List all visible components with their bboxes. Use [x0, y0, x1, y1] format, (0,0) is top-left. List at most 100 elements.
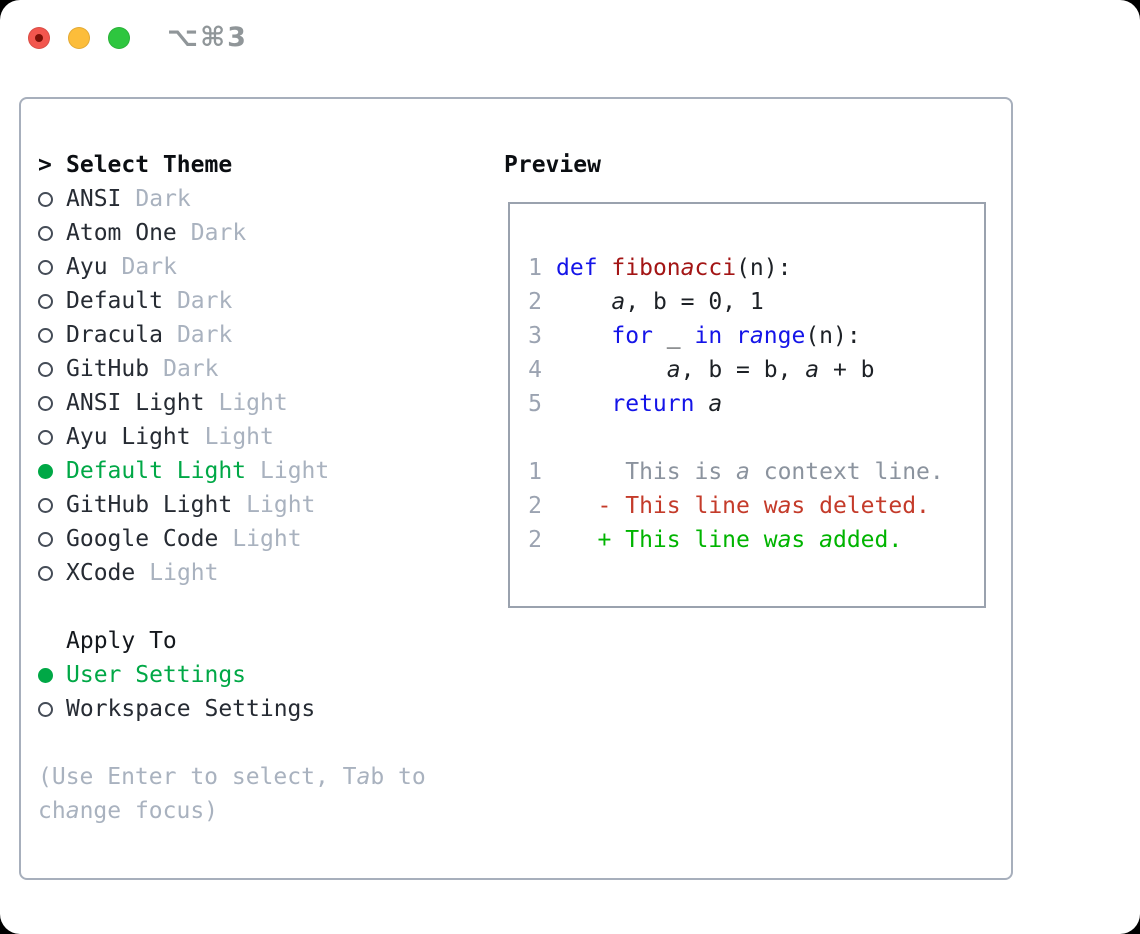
theme-variant-label: Light	[149, 560, 219, 586]
code-text: def fibonacci(n):	[556, 255, 792, 281]
preview-title: Preview	[504, 152, 601, 178]
marker-column	[38, 667, 66, 683]
diff-text: - This line was deleted.	[556, 493, 930, 519]
marker-column	[38, 225, 66, 241]
radio-icon	[38, 701, 53, 717]
code-line: 1 def fibonacci(n):	[528, 251, 984, 285]
line-number: 2	[528, 493, 542, 519]
marker-column	[38, 701, 66, 717]
marker-column	[38, 293, 66, 309]
radio-icon	[38, 429, 53, 445]
spacer	[38, 726, 478, 760]
radio-icon	[38, 395, 53, 411]
diff-line-added: 2 + This line was added.	[528, 523, 984, 557]
minimize-button[interactable]	[68, 27, 90, 49]
prompt-caret: >	[38, 152, 52, 178]
marker-column	[38, 565, 66, 581]
radio-selected-icon	[38, 463, 53, 479]
line-number: 1	[528, 255, 542, 281]
line-number: 5	[528, 391, 542, 417]
theme-option-default[interactable]: Default Dark	[38, 284, 478, 318]
diff-line-context: 1 This is a context line.	[528, 455, 984, 489]
keyboard-shortcut-label: ⌥⌘3	[167, 22, 248, 53]
theme-name-label: Dracula	[66, 322, 163, 348]
select-theme-title: Select Theme	[66, 152, 233, 178]
apply-option-label: User Settings	[66, 662, 247, 688]
traffic-lights	[28, 27, 130, 49]
apply-option-user-settings[interactable]: User Settings	[38, 658, 478, 692]
code-line: 3 for _ in range(n):	[528, 319, 984, 353]
line-number: 1	[528, 459, 542, 485]
radio-icon	[38, 565, 53, 581]
diff-preview: 1 This is a context line. 2 - This line w…	[528, 455, 984, 557]
line-number: 4	[528, 357, 542, 383]
radio-icon	[38, 531, 53, 547]
apply-to-title: Apply To	[66, 628, 177, 654]
theme-variant-label: Light	[260, 458, 330, 484]
theme-option-dracula[interactable]: Dracula Dark	[38, 318, 478, 352]
theme-name-label: Ayu	[66, 254, 108, 280]
theme-name-label: ANSI Light	[66, 390, 205, 416]
marker-column	[38, 463, 66, 479]
marker-column	[38, 531, 66, 547]
theme-option-github[interactable]: GitHub Dark	[38, 352, 478, 386]
code-text: return a	[611, 391, 723, 417]
code-text: a, b = 0, 1	[611, 289, 764, 315]
code-line: 5 return a	[528, 387, 984, 421]
close-button[interactable]	[28, 27, 50, 49]
code-line: 2 a, b = 0, 1	[528, 285, 984, 319]
theme-name-label: GitHub	[66, 356, 150, 382]
apply-to-header: Apply To	[38, 624, 478, 658]
theme-name-label: GitHub Light	[66, 492, 233, 518]
theme-variant-label: Dark	[176, 288, 233, 314]
line-number: 2	[528, 289, 542, 315]
theme-option-atom-one[interactable]: Atom One Dark	[38, 216, 478, 250]
radio-icon	[38, 259, 53, 275]
theme-variant-label: Dark	[121, 254, 177, 280]
marker-column	[38, 497, 66, 513]
radio-icon	[38, 361, 53, 377]
theme-variant-label: Dark	[163, 356, 219, 382]
theme-option-ayu[interactable]: Ayu Dark	[38, 250, 478, 284]
theme-option-google-code[interactable]: Google Code Light	[38, 522, 478, 556]
theme-name-label: XCode	[66, 560, 136, 586]
diff-text: This is a context line.	[556, 459, 944, 485]
theme-variant-label: Dark	[190, 220, 247, 246]
theme-option-ansi-light[interactable]: ANSI Light Light	[38, 386, 478, 420]
code-text: for _ in range(n):	[611, 323, 861, 349]
theme-variant-label: Light	[218, 390, 288, 416]
theme-variant-label: Light	[232, 526, 302, 552]
marker-column	[38, 191, 66, 207]
theme-name-label: Google Code	[66, 526, 219, 552]
theme-name-label: Default	[66, 288, 163, 314]
marker-column	[38, 259, 66, 275]
radio-selected-icon	[38, 667, 53, 683]
line-number: 3	[528, 323, 542, 349]
theme-name-label: Atom One	[66, 220, 177, 246]
close-dot-icon	[35, 34, 43, 42]
marker-column	[38, 395, 66, 411]
theme-variant-label: Dark	[176, 322, 233, 348]
marker-column	[38, 361, 66, 377]
radio-icon	[38, 327, 53, 343]
apply-option-label: Workspace Settings	[66, 696, 316, 722]
zoom-button[interactable]	[108, 27, 130, 49]
spacer	[38, 590, 478, 624]
code-line: 4 a, b = b, a + b	[528, 353, 984, 387]
select-theme-header: > Select Theme	[38, 148, 478, 182]
radio-icon	[38, 497, 53, 513]
radio-icon	[38, 191, 53, 207]
apply-option-workspace-settings[interactable]: Workspace Settings	[38, 692, 478, 726]
radio-icon	[38, 293, 53, 309]
theme-option-xcode[interactable]: XCode Light	[38, 556, 478, 590]
marker-column	[38, 327, 66, 343]
